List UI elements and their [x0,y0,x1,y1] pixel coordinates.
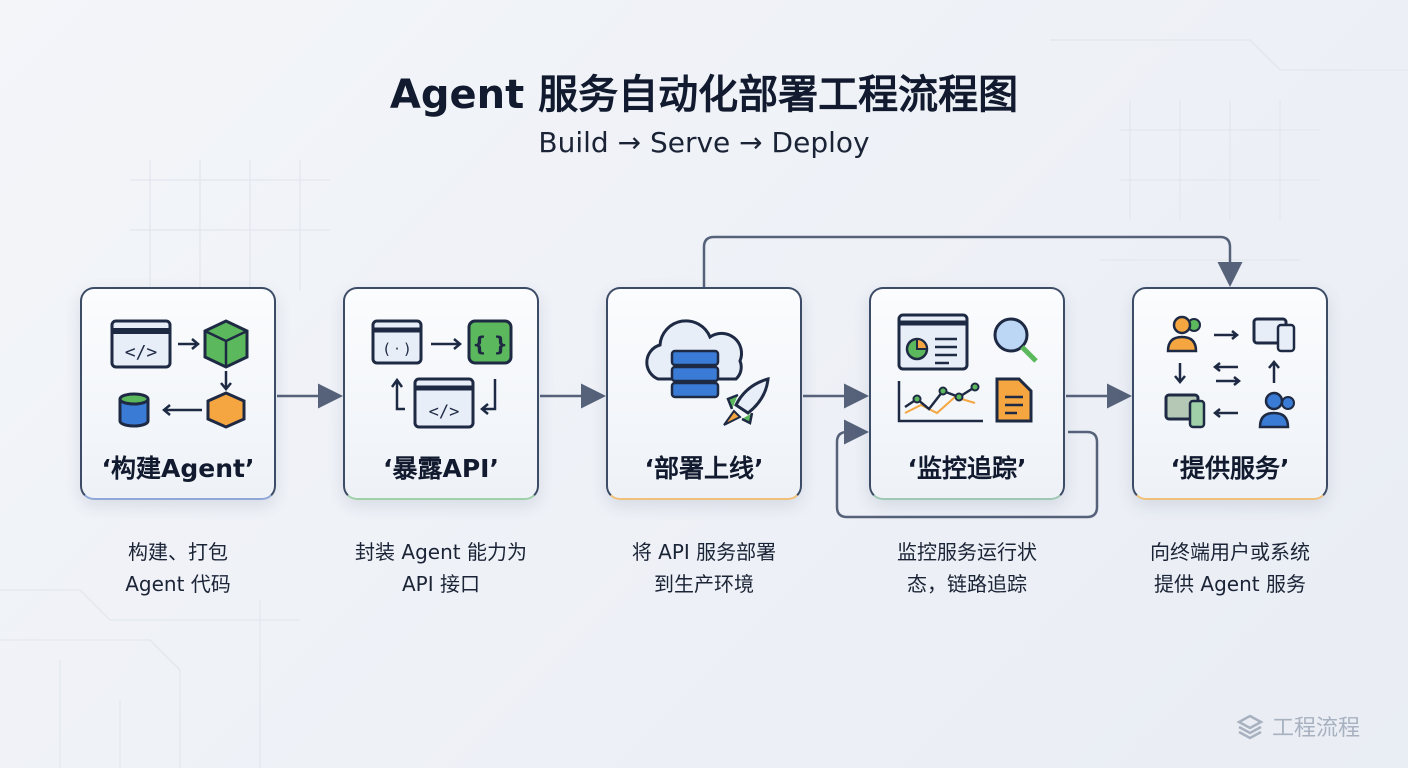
desc-line: API 接口 [402,572,480,596]
desc-line: 将 API 服务部署 [631,540,777,564]
step-expose-api[interactable]: ( · ) { } </> ‘暴露API’ [343,287,539,500]
desc-line: 构建、打包 [128,540,228,564]
svg-text:</>: </> [125,342,158,363]
arrow-monitor-loop [835,419,1099,519]
desc-line: 态，链路追踪 [907,572,1027,596]
desc-line: 向终端用户或系统 [1150,540,1310,564]
users-devices-icon [1164,315,1296,429]
monitoring-dashboard-icon [897,313,1038,423]
step-description: 构建、打包 Agent 代码 [58,536,298,600]
desc-line: 到生产环境 [654,572,754,596]
desc-line: 监控服务运行状 [897,540,1037,564]
arrow-deploy-to-serve [702,235,1243,287]
step-label: ‘监控追踪’ [907,454,1027,483]
page-subtitle: Build → Serve → Deploy [538,126,870,159]
desc-line: 封装 Agent 能力为 [355,540,527,564]
step-description: 封装 Agent 能力为 API 接口 [321,536,561,600]
step-description: 将 API 服务部署到生产环境 [584,536,824,600]
svg-text:</>: </> [429,402,460,422]
watermark-text: 工程流程 [1272,716,1361,741]
step-label: ‘暴露API’ [383,454,499,483]
step-label: ‘构建Agent’ [101,454,255,483]
step-label: ‘部署上线’ [644,454,764,483]
svg-text:( · ): ( · ) [384,340,410,358]
layers-icon [1236,714,1264,740]
desc-line: Agent 代码 [125,572,231,596]
api-code-icon: ( · ) { } </> [371,319,513,429]
build-package-icon: </> [110,319,249,429]
desc-line: 提供 Agent 服务 [1154,572,1306,596]
watermark: 工程流程 [1236,710,1360,742]
step-label: ‘提供服务’ [1170,454,1290,483]
step-serve[interactable]: ‘提供服务’ [1132,287,1328,500]
svg-text:{ }: { } [472,332,507,356]
cloud-server-rocket-icon [645,319,770,426]
step-description: 监控服务运行状态，链路追踪 [847,536,1087,600]
step-deploy[interactable]: ‘部署上线’ [606,287,802,500]
page-title: Agent 服务自动化部署工程流程图 [389,72,1019,118]
step-description: 向终端用户或系统提供 Agent 服务 [1110,536,1350,600]
step-monitor[interactable]: ‘监控追踪’ [869,287,1065,500]
step-build-agent[interactable]: </> ‘构建Agent’ [80,287,276,500]
